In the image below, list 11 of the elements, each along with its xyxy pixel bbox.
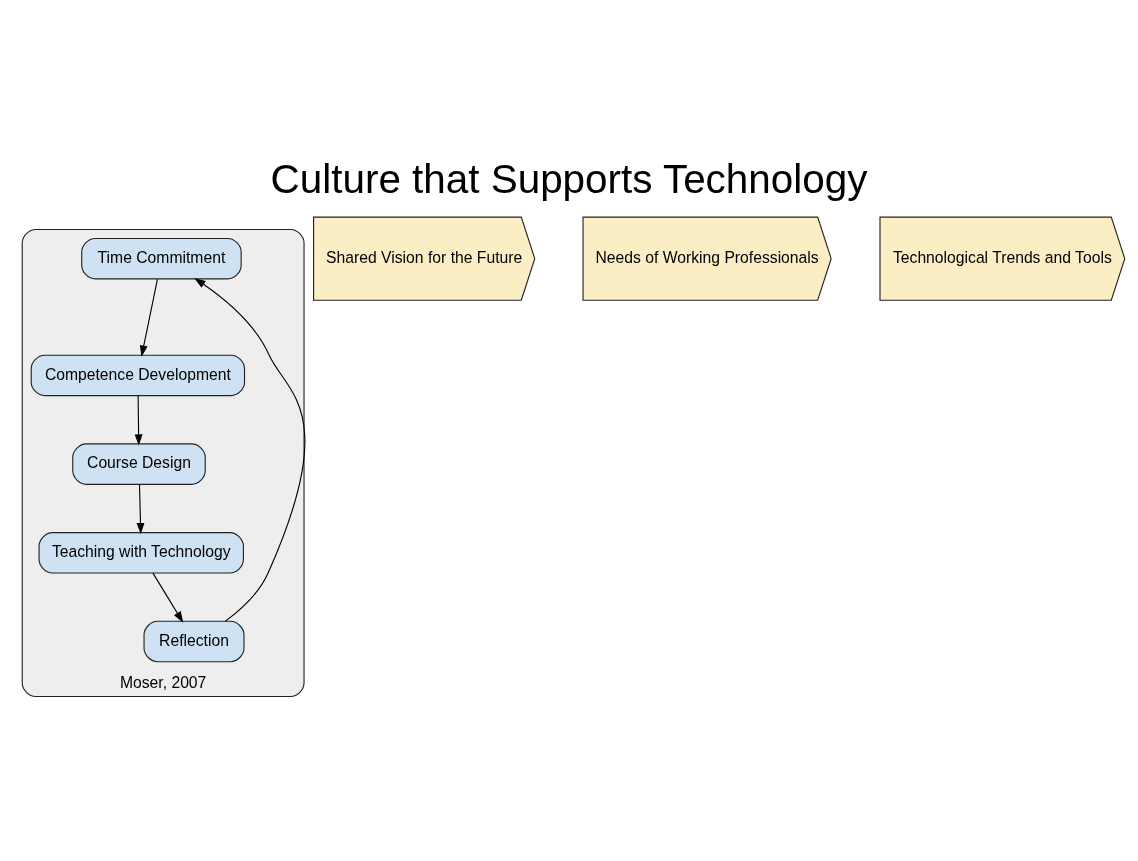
arrow [134, 394, 143, 446]
node-box: Course Design [72, 442, 206, 485]
node-box: Time Commitment [81, 237, 242, 279]
node-box: Competence Development [30, 354, 246, 396]
node-box: Reflection [143, 620, 245, 662]
arrow [152, 572, 184, 623]
node-box: Teaching with Technology [38, 531, 244, 574]
arrow [194, 277, 306, 622]
arrow [136, 483, 145, 534]
arrow [139, 278, 158, 357]
diagram-title: Culture that Supports Technology [270, 155, 868, 202]
